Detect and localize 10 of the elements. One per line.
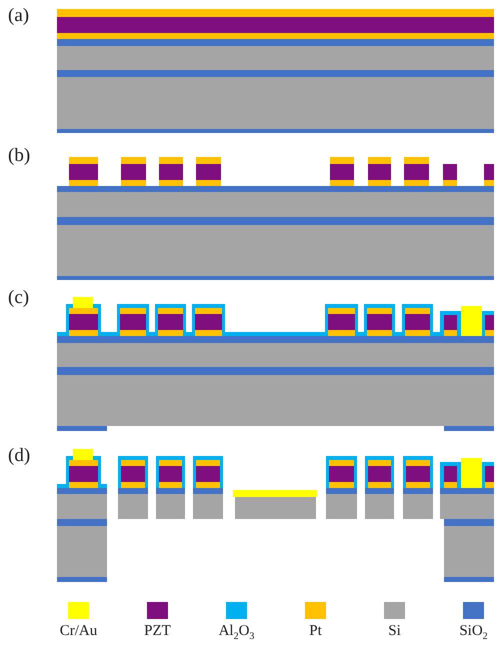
panel-label: (d)	[8, 446, 30, 466]
legend-label: Si	[388, 623, 401, 639]
legend-label: Cr/Au	[60, 623, 98, 639]
legend-label: PZT	[144, 623, 171, 639]
legend-label: Al$_{2}$O$_{3}$	[218, 623, 254, 639]
panel-label: (c)	[8, 288, 30, 308]
panel-label: (a)	[8, 6, 30, 26]
panel-label: (b)	[8, 146, 30, 166]
legend-label: SiO$_{2}$	[459, 623, 488, 639]
legend-label: Pt	[309, 623, 322, 639]
